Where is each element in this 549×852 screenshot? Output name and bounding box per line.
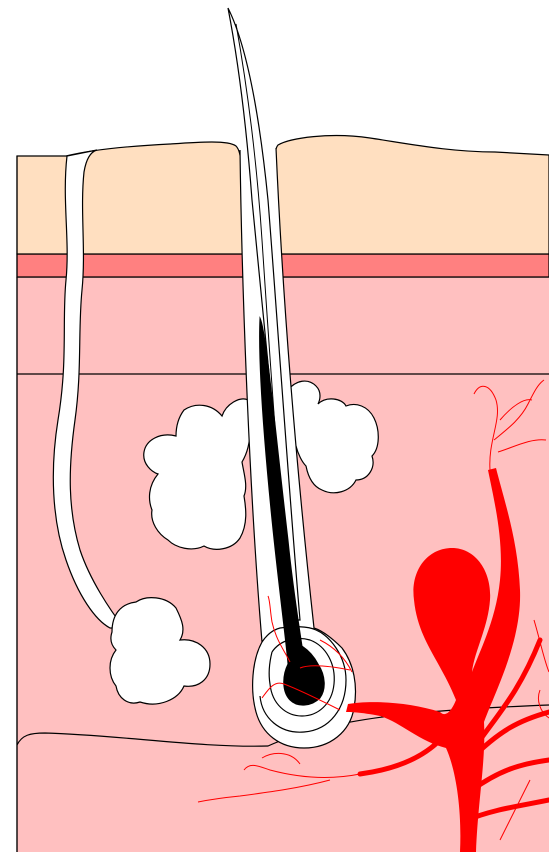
epidermis <box>17 136 549 254</box>
